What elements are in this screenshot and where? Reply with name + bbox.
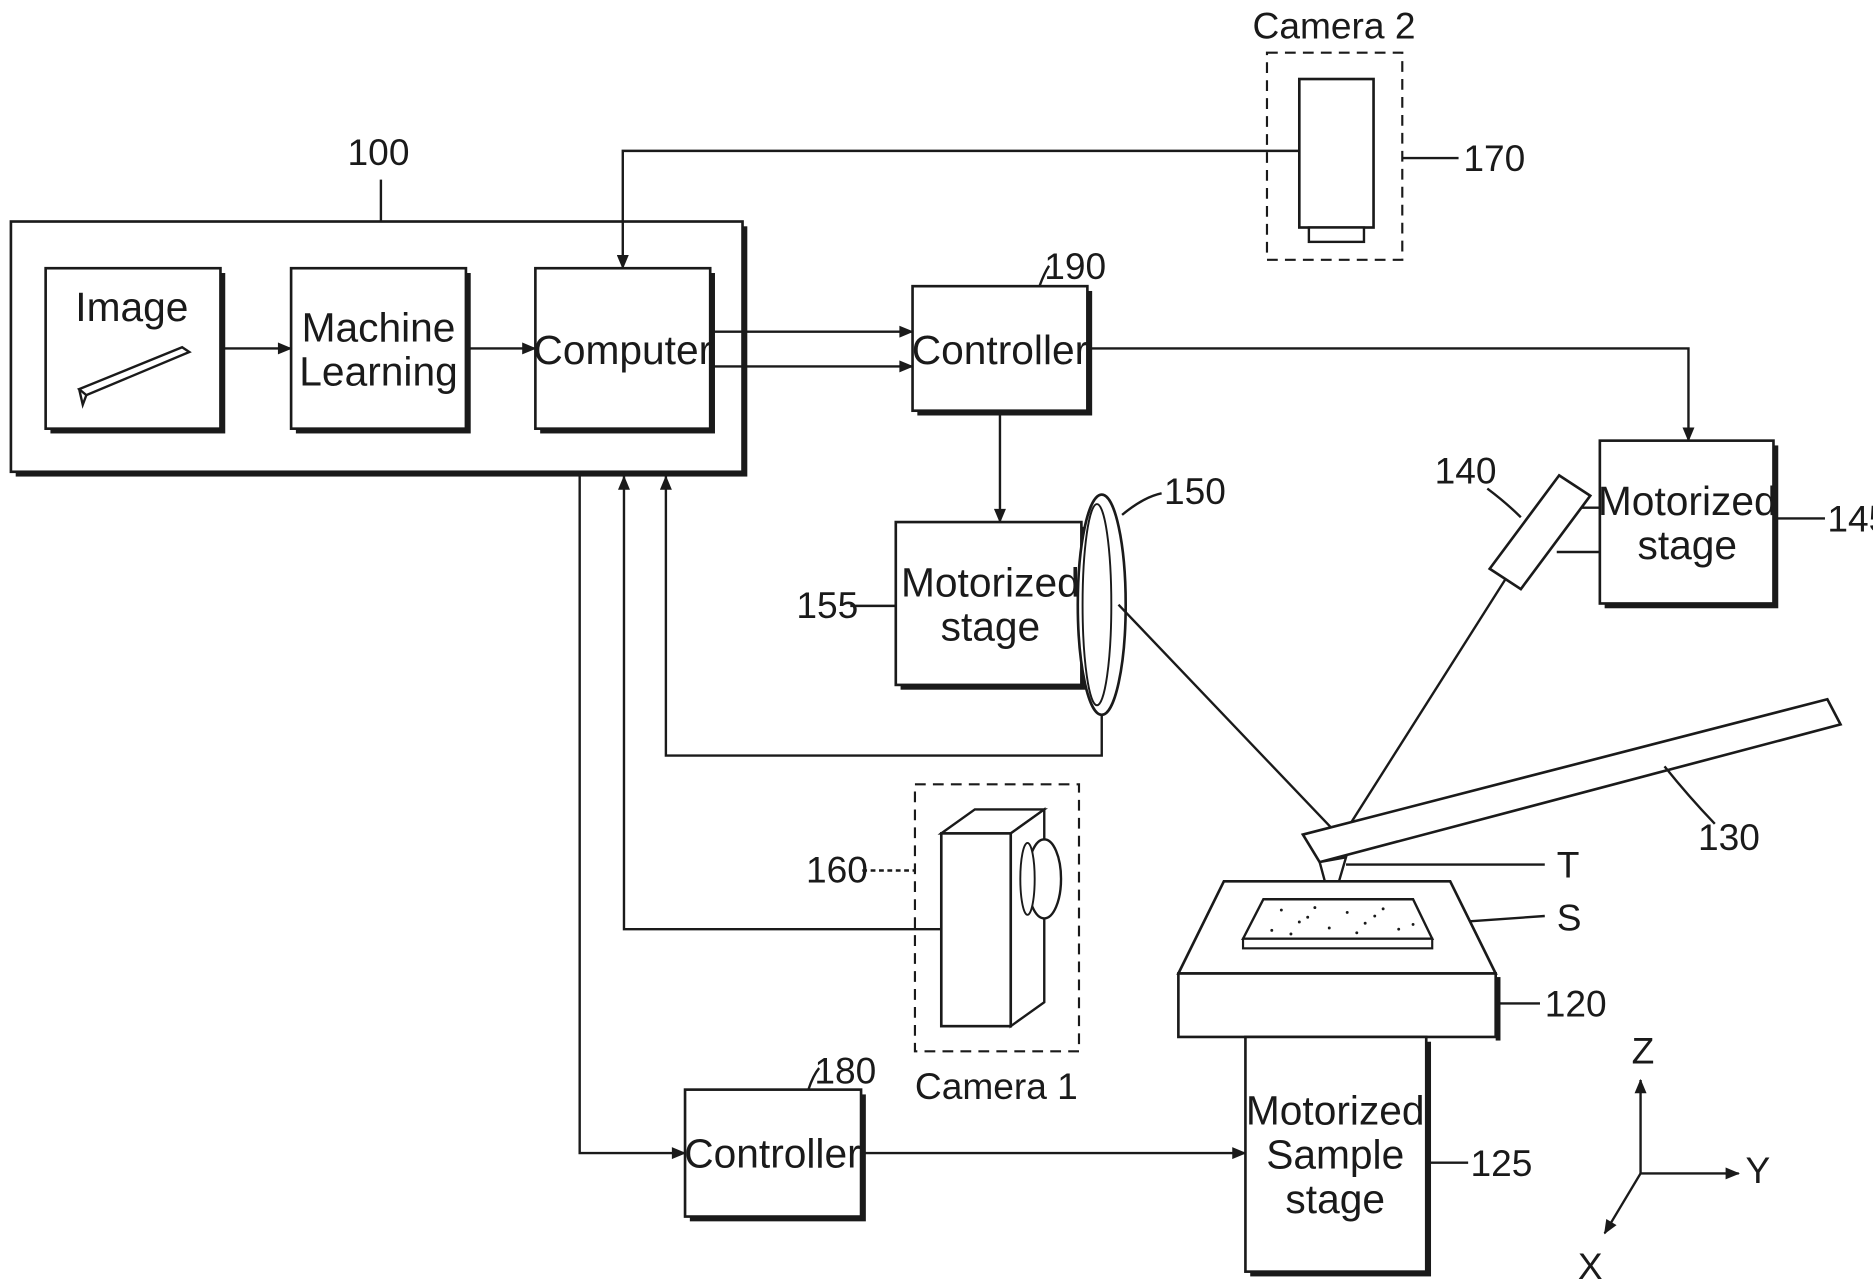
arrow-controller-to-stage-145 — [1087, 348, 1688, 440]
z-axis-label: Z — [1632, 1029, 1655, 1071]
arrow-camera1-to-computer — [624, 477, 941, 930]
x-axis-arrow — [1605, 1173, 1641, 1233]
computer-block: Computer — [533, 268, 715, 433]
ref-130: 130 — [1698, 816, 1760, 858]
stage-145-line1: Motorized — [1598, 478, 1777, 524]
sample-stage-line3: stage — [1285, 1176, 1385, 1222]
laser-140 — [1490, 475, 1591, 589]
sample-s — [1243, 899, 1432, 948]
leader-140 — [1487, 489, 1521, 518]
ref-145: 145 — [1827, 498, 1873, 540]
y-axis-label: Y — [1746, 1149, 1771, 1191]
camera2-label: Camera 2 — [1253, 4, 1416, 46]
stage-145-line2: stage — [1637, 522, 1737, 568]
controller-180-block: Controller — [684, 1090, 866, 1222]
ref-tip: T — [1557, 844, 1580, 886]
camera2-icon — [1299, 79, 1373, 242]
ref-125: 125 — [1471, 1142, 1533, 1184]
ref-180: 180 — [814, 1050, 876, 1092]
motorized-stage-155-block: Motorized stage — [896, 522, 1086, 690]
ref-170: 170 — [1463, 137, 1525, 179]
ref-150: 150 — [1164, 470, 1226, 512]
controller-180-label: Controller — [684, 1130, 860, 1176]
image-label: Image — [75, 284, 188, 330]
stage-155-line2: stage — [941, 604, 1041, 650]
sample-stage-line1: Motorized — [1246, 1087, 1425, 1133]
camera1-icon — [941, 809, 1061, 1026]
motorized-sample-stage-125: Motorized Sample stage — [1245, 1037, 1431, 1276]
machine-learning-line2: Learning — [299, 349, 457, 395]
image-block: Image — [46, 268, 226, 433]
ref-100: 100 — [348, 131, 410, 173]
ref-160: 160 — [806, 848, 868, 890]
controller-190-label: Controller — [912, 327, 1088, 373]
machine-learning-block: Machine Learning — [291, 268, 471, 433]
arrow-computer-to-controller-180 — [580, 472, 685, 1153]
controller-190-block: Controller — [912, 286, 1092, 415]
leader-150 — [1122, 493, 1162, 515]
motorized-stage-145-block: Motorized stage — [1598, 441, 1778, 609]
stage-155-line1: Motorized — [901, 559, 1080, 605]
ref-155: 155 — [796, 584, 858, 626]
ref-sample: S — [1557, 896, 1582, 938]
sample-stage-line2: Sample — [1266, 1132, 1404, 1178]
ref-140: 140 — [1435, 450, 1497, 492]
optical-path-to-lens — [1119, 605, 1342, 838]
computer-label: Computer — [533, 327, 712, 373]
camera1-label: Camera 1 — [915, 1065, 1078, 1107]
ref-120: 120 — [1545, 983, 1607, 1025]
machine-learning-line1: Machine — [302, 304, 456, 350]
x-axis-label: X — [1578, 1245, 1603, 1286]
ref-190: 190 — [1044, 245, 1106, 287]
axis-triad: Z Y X — [1578, 1029, 1770, 1286]
